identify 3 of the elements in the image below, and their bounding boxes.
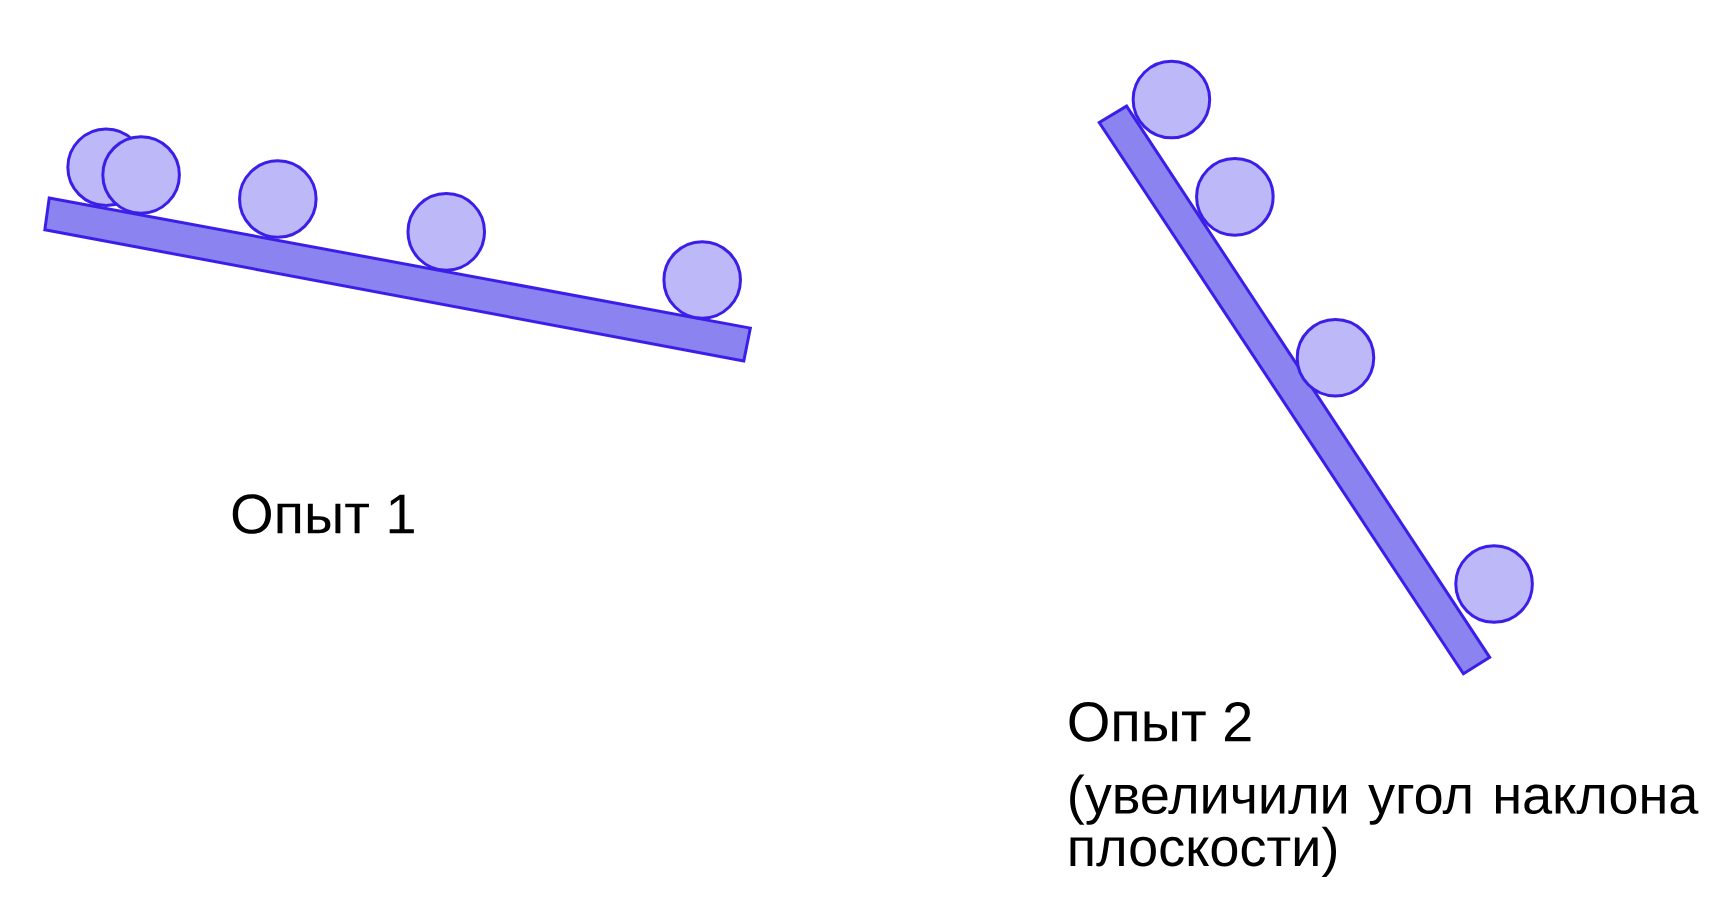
caption-text: Опыт 2 — [1069, 702, 1251, 742]
caption-text: (увеличили угол наклона плоскости) — [1070, 774, 1699, 878]
caption-text: Опыт 1 — [232, 494, 414, 534]
